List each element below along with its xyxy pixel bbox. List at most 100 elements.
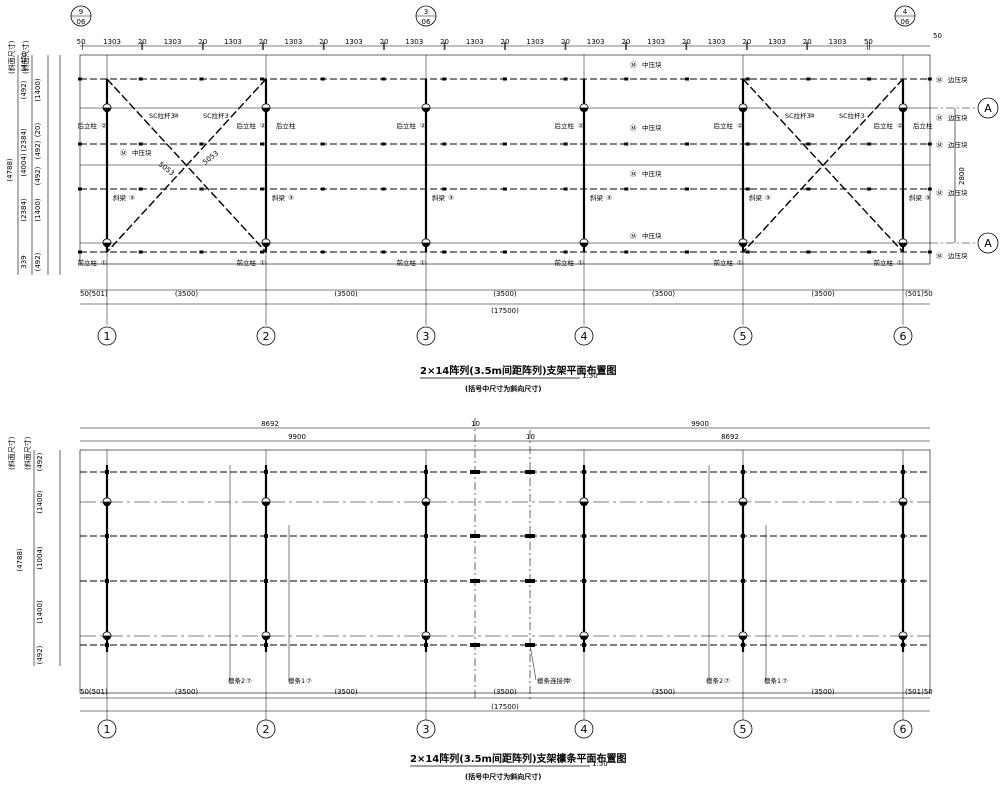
axis-bubble-1 (97, 326, 117, 346)
front-col-num: ① (897, 259, 903, 267)
diag-dim-right: 5053 (201, 149, 220, 166)
rear-col-label-r: 后立柱 (276, 121, 296, 130)
left-head-1: (斜面尺寸) (7, 40, 16, 74)
clamp-mark (563, 142, 568, 146)
p2-left-dim: (492) (36, 452, 44, 471)
p2-column-marker (898, 497, 908, 507)
front-col-label: 前立柱 (714, 258, 734, 267)
top-dim: 50 (77, 38, 86, 46)
purlin-clamp (741, 579, 745, 583)
p2-column-marker (898, 631, 908, 641)
dim-b-left: 9900 (288, 433, 306, 441)
clamp-mark (502, 77, 507, 81)
bottom-dim: (3500) (652, 290, 676, 298)
press-block-num: ㉞ (936, 189, 943, 197)
clamp-mark (320, 250, 325, 254)
joint-leader (529, 644, 537, 681)
p2-left-dim: (492) (36, 645, 44, 664)
sc-brace-num: ⑩ (173, 112, 179, 120)
p2-axis-number-2: 2 (263, 723, 270, 736)
clamp-mark (624, 77, 629, 81)
purlin-joint (470, 643, 480, 647)
bottom-dim: (3500) (811, 290, 835, 298)
clamp-mark (685, 250, 689, 254)
p2-axis-number-1: 1 (104, 723, 111, 736)
purlin-clamp (741, 534, 745, 538)
left-dim: (2384) (20, 198, 28, 222)
clamp-mark (502, 187, 507, 191)
top-dim: 20 (380, 38, 389, 46)
diag-beam-label: 斜梁 (590, 193, 604, 202)
clamp-mark (685, 187, 689, 191)
rear-col-num: ② (101, 122, 107, 130)
purlin-clamp (582, 579, 586, 583)
bottom-dim: (3500) (334, 290, 358, 298)
p2-axis-bubble-1 (97, 719, 117, 739)
clamp-mark (685, 77, 689, 81)
purlin1-num-left: ⑦ (306, 677, 312, 685)
sc-brace-label: SC拉杆3 (149, 111, 175, 120)
clamp-mark (381, 250, 386, 254)
p2-left-dim: (4788) (16, 548, 24, 572)
left-dim: (4004) (20, 153, 28, 177)
clamp-mark (381, 77, 386, 81)
left-dim: (492) (34, 140, 42, 159)
clamp-mark (260, 77, 265, 81)
clamp-mark (745, 250, 750, 254)
clamp-mark (624, 142, 629, 146)
p2-axis-bubble-5 (733, 719, 753, 739)
top-dim: 20 (742, 38, 751, 46)
column-marker (421, 238, 431, 248)
plan2-subtitle: (括号中尺寸为斜向尺寸) (465, 772, 541, 781)
callout-bottom: 06 (901, 18, 910, 26)
purlin-clamp (582, 470, 586, 474)
sc-brace-num: ⑩ (809, 112, 815, 120)
bottom-edge-right: (501)50 (905, 290, 933, 298)
front-col-num: ① (578, 259, 584, 267)
axis-label-a-top: A (984, 102, 992, 115)
dim-a-left: 8692 (261, 420, 279, 428)
joint-num: ⑦ (566, 677, 572, 685)
column-marker (261, 103, 271, 113)
callout-top: 9 (79, 8, 83, 16)
rear-col-label-r: 后立柱 (913, 121, 933, 130)
top-dim: 1303 (345, 38, 363, 46)
axis-number-3: 3 (423, 330, 430, 343)
clamp-mark (563, 77, 568, 81)
press-block-label-mid: 中压块 (642, 169, 662, 178)
left-dim: (492) (34, 166, 42, 185)
clamp-mark (199, 187, 204, 191)
axis-label-a-bottom: A (984, 237, 992, 250)
clamp-mark (867, 250, 872, 254)
purlin-clamp (901, 643, 905, 647)
p2-bottom-edge-left: 50(501) (80, 688, 108, 696)
clamp-mark (442, 250, 447, 254)
press-block-label-mid: 中压块 (642, 231, 662, 240)
dim-gap-1: 10 (471, 420, 480, 428)
clamp-mark (320, 187, 325, 191)
p2-bottom-dim: (3500) (175, 688, 199, 696)
dim-gap-2: 10 (526, 433, 535, 441)
clamp-mark (381, 142, 386, 146)
right-dim: 2800 (958, 167, 966, 185)
p2-left-head-2: (斜面尺寸) (23, 436, 32, 470)
plan1-subtitle: (括号中尺寸为斜向尺寸) (465, 384, 541, 393)
dim-b-right: 9900 (691, 420, 709, 428)
top-dim: 1303 (768, 38, 786, 46)
purlin-clamp (264, 579, 268, 583)
purlin-joint (470, 534, 480, 538)
clamp-mark (260, 187, 265, 191)
callout-top: 3 (424, 8, 428, 16)
purlin-clamp (424, 643, 428, 647)
press-block-num: ㉞ (936, 141, 943, 149)
left-dim: (492) (20, 80, 28, 99)
press-block-label-left: 中压块 (132, 148, 152, 157)
purlin-clamp (424, 534, 428, 538)
joint-label: 檩条连接件 (537, 676, 570, 685)
clamp-mark (320, 142, 325, 146)
purlin-clamp (901, 579, 905, 583)
clamp-mark (502, 250, 507, 254)
top-dim: 20 (259, 38, 268, 46)
p2-axis-number-6: 6 (900, 723, 907, 736)
p2-column-marker (102, 497, 112, 507)
